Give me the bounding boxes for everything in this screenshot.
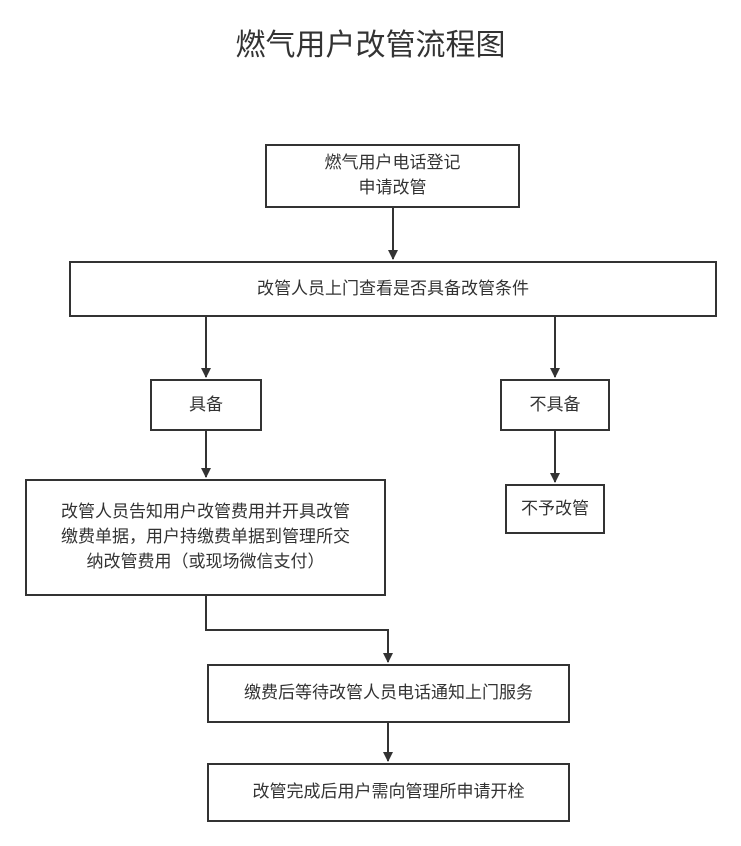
node-apply-ignition-label: 改管完成后用户需向管理所申请开栓 (252, 782, 525, 802)
node-not-qualified: 不具备 (500, 379, 610, 431)
node-payment-notice-label: 改管人员告知用户改管费用并开具改管 缴费单据，用户持缴费单据到管理所交 纳改管费… (61, 502, 350, 572)
node-wait-service: 缴费后等待改管人员电话通知上门服务 (207, 664, 570, 723)
node-inspect-label: 改管人员上门查看是否具备改管条件 (257, 278, 529, 299)
node-register-label: 燃气用户电话登记 申请改管 (324, 153, 461, 198)
node-wait-service-label: 缴费后等待改管人员电话通知上门服务 (244, 683, 533, 703)
node-apply-ignition: 改管完成后用户需向管理所申请开栓 (207, 763, 570, 822)
node-qualified-label: 具备 (189, 394, 223, 415)
node-inspect: 改管人员上门查看是否具备改管条件 (69, 261, 717, 317)
edge-payment-to-wait (205, 596, 393, 663)
node-no-change: 不予改管 (505, 484, 605, 534)
page-title: 燃气用户改管流程图 (235, 28, 506, 63)
node-qualified: 具备 (150, 379, 262, 431)
node-no-change-label: 不予改管 (521, 498, 589, 519)
node-payment-notice: 改管人员告知用户改管费用并开具改管 缴费单据，用户持缴费单据到管理所交 纳改管费… (25, 479, 386, 596)
node-register: 燃气用户电话登记 申请改管 (265, 144, 520, 208)
node-not-qualified-label: 不具备 (529, 394, 581, 415)
